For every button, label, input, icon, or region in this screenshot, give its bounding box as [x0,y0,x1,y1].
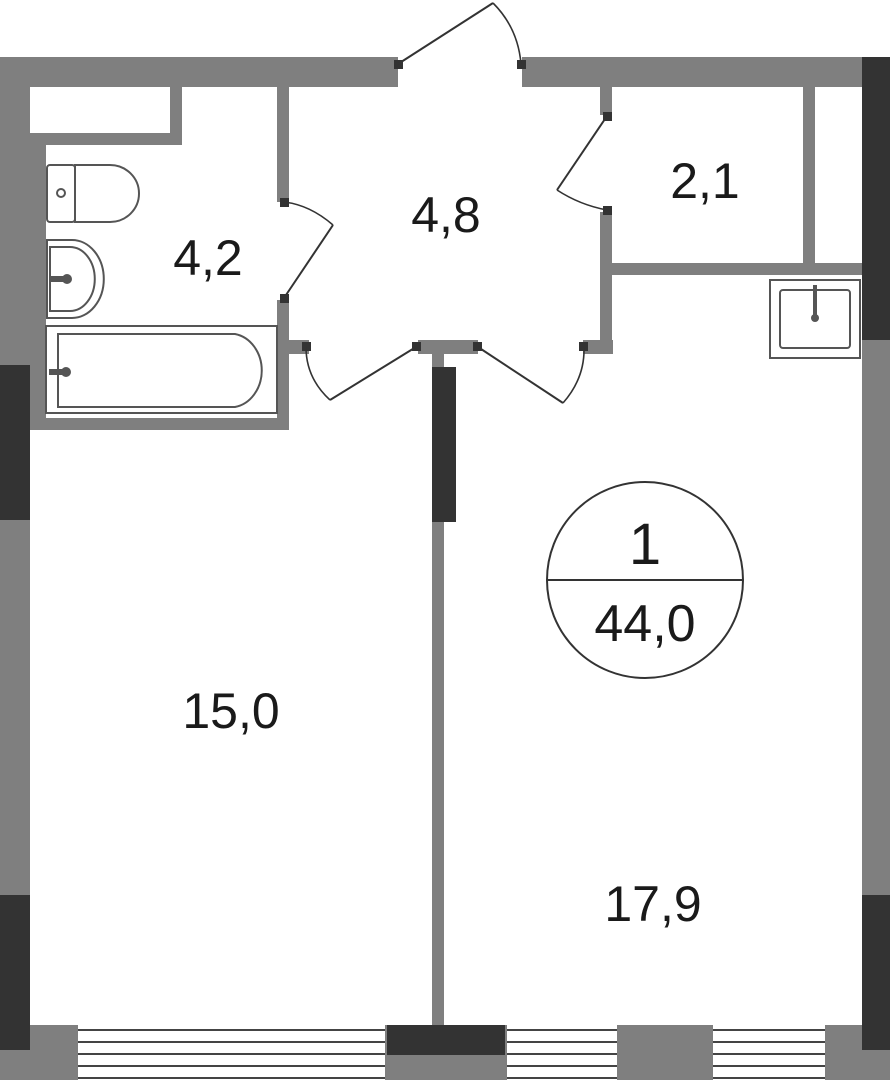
window-bedroom [78,1025,385,1080]
hall-area-label: 4,8 [411,187,481,243]
interior-walls [30,87,862,1025]
doors [280,2,612,404]
window-living-right [713,1025,825,1080]
windows [78,1025,825,1080]
bathtub-icon [45,325,278,414]
washbasin-icon [46,239,105,319]
toilet-icon [46,164,140,223]
bedroom-area-label: 15,0 [182,683,279,739]
bedroom-door [302,342,421,401]
entrance-door [394,2,526,69]
storage-door [556,112,612,215]
living-door [473,342,588,404]
bathroom-door [280,198,334,303]
apartment-summary-badge: 1 44,0 [546,481,744,679]
window-living-left [507,1025,617,1080]
living-area-label: 17,9 [604,876,701,932]
storage-area-label: 2,1 [670,153,740,209]
bathroom-area-label: 4,2 [173,230,243,286]
room-count: 1 [629,512,661,577]
total-area: 44,0 [594,595,695,653]
kitchen-sink-icon [769,279,861,359]
